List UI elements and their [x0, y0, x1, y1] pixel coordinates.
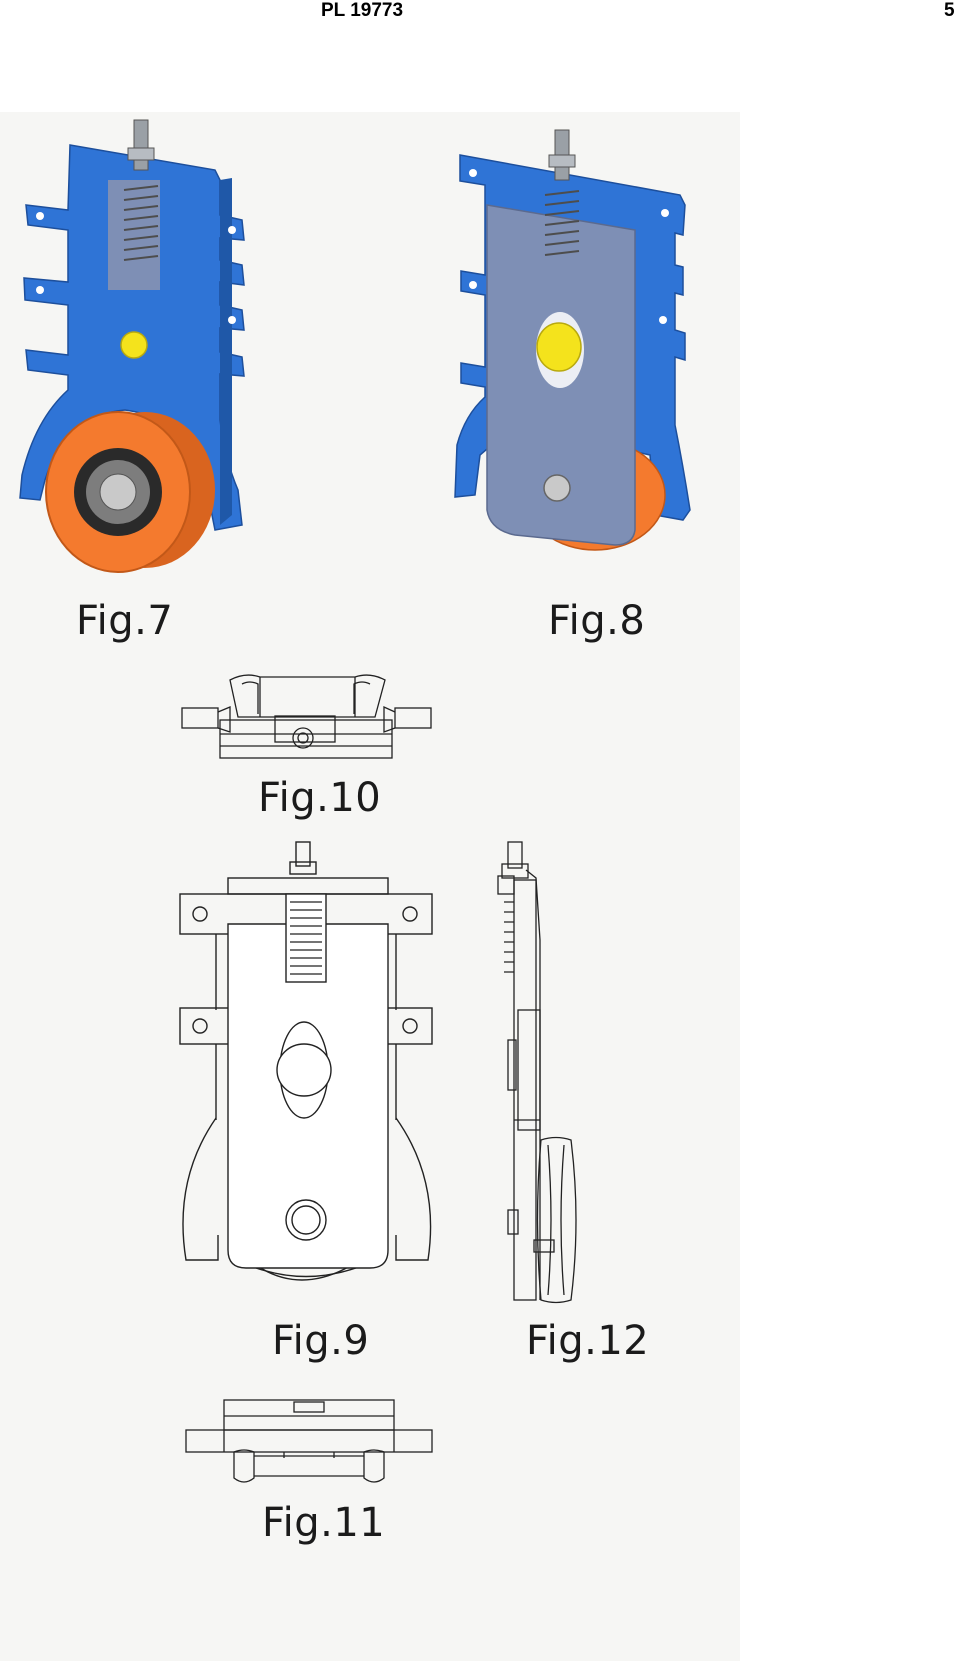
fig9-drawing — [179, 841, 433, 1281]
fig11-caption: Fig.11 — [262, 1500, 386, 1546]
fig7-wheel — [45, 411, 215, 573]
document-id: PL 19773 — [321, 0, 404, 21]
fig10-drawing — [181, 674, 432, 759]
fig8-caption: Fig.8 — [548, 598, 646, 644]
fig12-drawing — [497, 841, 577, 1304]
fig8-illustration — [454, 129, 691, 551]
fig8-pin — [536, 322, 582, 372]
fig8-lower-pin — [543, 474, 571, 502]
fig9-caption: Fig.9 — [272, 1318, 370, 1364]
fig7-illustration — [19, 119, 245, 573]
fig8-spring-rod — [544, 129, 580, 256]
fig11-drawing — [185, 1399, 433, 1483]
fig7-spring-rod — [123, 119, 159, 261]
page-number: 5 — [944, 0, 955, 21]
fig7-caption: Fig.7 — [76, 598, 174, 644]
fig12-caption: Fig.12 — [526, 1318, 650, 1364]
fig10-caption: Fig.10 — [258, 775, 382, 821]
fig7-pin — [120, 331, 148, 359]
